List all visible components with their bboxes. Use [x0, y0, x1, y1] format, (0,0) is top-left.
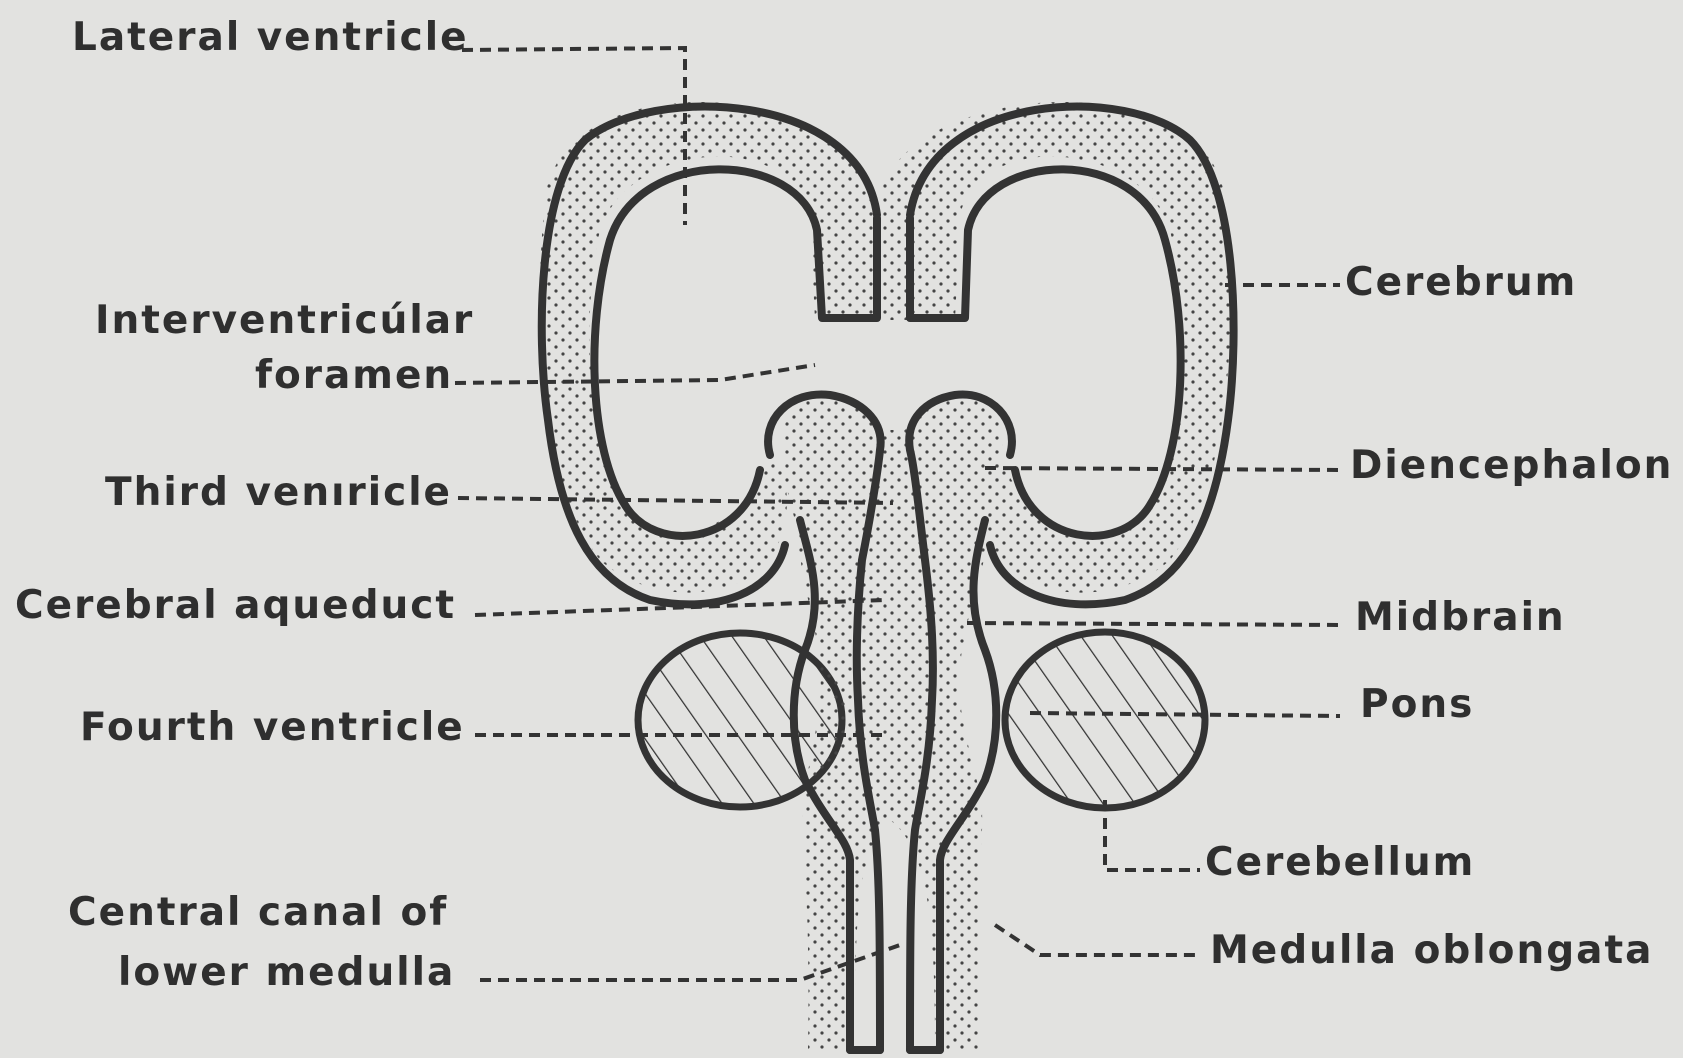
leader-medulla-oblongata: [995, 925, 1195, 955]
label-midbrain: Midbrain: [1355, 595, 1566, 640]
label-diencephalon: Diencephalon: [1350, 443, 1673, 488]
label-third-ventricle: Third venıricle: [105, 470, 452, 515]
label-cerebral-aqueduct: Cerebral aqueduct: [15, 583, 456, 628]
label-cerebrum: Cerebrum: [1345, 260, 1577, 305]
label-central-canal-line1: Central canal of: [68, 890, 448, 935]
label-fourth-ventricle: Fourth ventricle: [80, 705, 465, 750]
label-medulla-oblongata: Medulla oblongata: [1210, 928, 1653, 973]
label-lateral-ventricle: Lateral ventricle: [72, 15, 469, 60]
label-cerebellum: Cerebellum: [1205, 840, 1475, 885]
leader-midbrain: [967, 623, 1340, 625]
label-central-canal-line2: lower medulla: [118, 950, 455, 995]
label-interventricular-foramen-line1: Interventricúlar: [95, 298, 474, 343]
label-interventricular-foramen-line2: foramen: [255, 353, 453, 398]
label-pons: Pons: [1360, 682, 1474, 727]
leader-interventricular-foramen: [455, 365, 815, 383]
